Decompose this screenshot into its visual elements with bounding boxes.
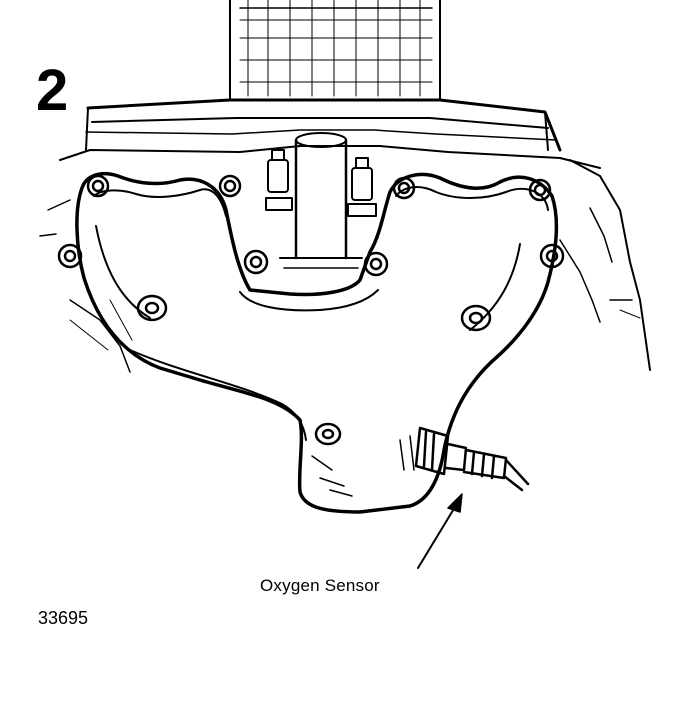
oxygen-sensor [414,426,530,492]
spark-plug-right [347,157,377,217]
oxygen-sensor-label: Oxygen Sensor [260,576,380,595]
step-number: 2 [36,58,69,123]
engine-block [39,0,651,373]
spark-plug-left [265,149,293,211]
callout-arrow [417,493,463,569]
figure-id: 33695 [38,608,89,628]
manifold-bolts [57,174,565,446]
